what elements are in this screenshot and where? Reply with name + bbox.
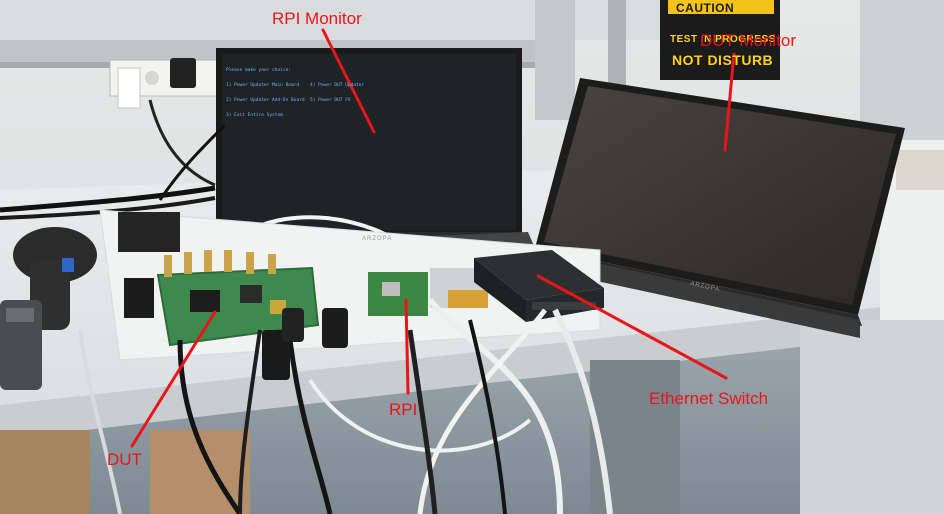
dut-monitor-label: DUT Monitor (700, 31, 797, 50)
rpi-screen-menu: Please make your choice: 1) Power Update… (226, 58, 364, 128)
ethernet-switch-label: Ethernet Switch (649, 389, 769, 408)
rpi-screen-line: 1) Power Updater Main Board 4) Power DUT… (226, 83, 365, 88)
caution-sign-title: CAUTION (676, 1, 735, 15)
rpi-label: RPI (389, 400, 418, 419)
rpi-screen-line: 2) Power Updater Add-On Board 5) Power D… (226, 98, 351, 103)
caution-sign-line: TEST IN PROGRESS (670, 34, 776, 45)
rpi-screen-line: Please make your choice: (226, 68, 292, 73)
rpi-monitor-label: RPI Monitor (272, 9, 362, 28)
dut-label: DUT (107, 450, 142, 469)
rpi-monitor-brand: ARZOPA (362, 236, 393, 242)
caution-sign-line: NOT DISTURB (672, 52, 774, 68)
rpi-screen-line: 3) Exit Entire System (226, 113, 283, 118)
